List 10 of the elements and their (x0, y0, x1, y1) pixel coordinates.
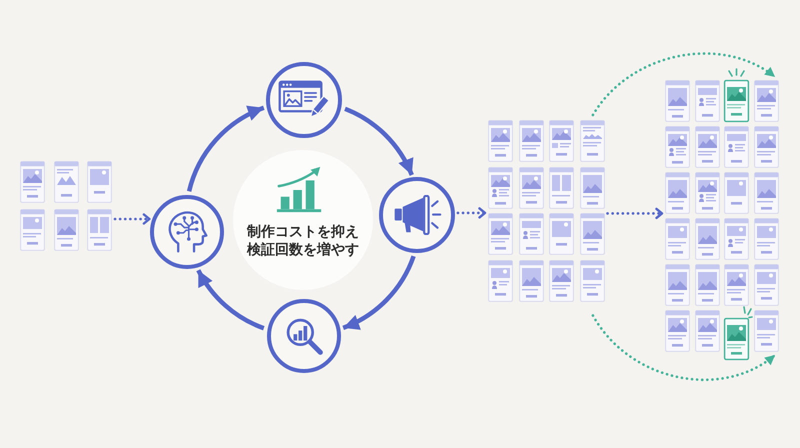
curved-arrow (186, 106, 265, 192)
dotted-arrow (606, 208, 664, 220)
dotted-arrow (114, 213, 151, 225)
message-text: 制作コストを抑え検証回数を増やす (246, 223, 360, 259)
dotted-curved-arrow (592, 314, 776, 381)
dotted-arrow (456, 207, 486, 219)
curved-arrow (344, 106, 414, 176)
curved-arrow (342, 255, 416, 330)
dotted-curved-arrow (592, 52, 776, 116)
curved-arrow (196, 269, 265, 330)
